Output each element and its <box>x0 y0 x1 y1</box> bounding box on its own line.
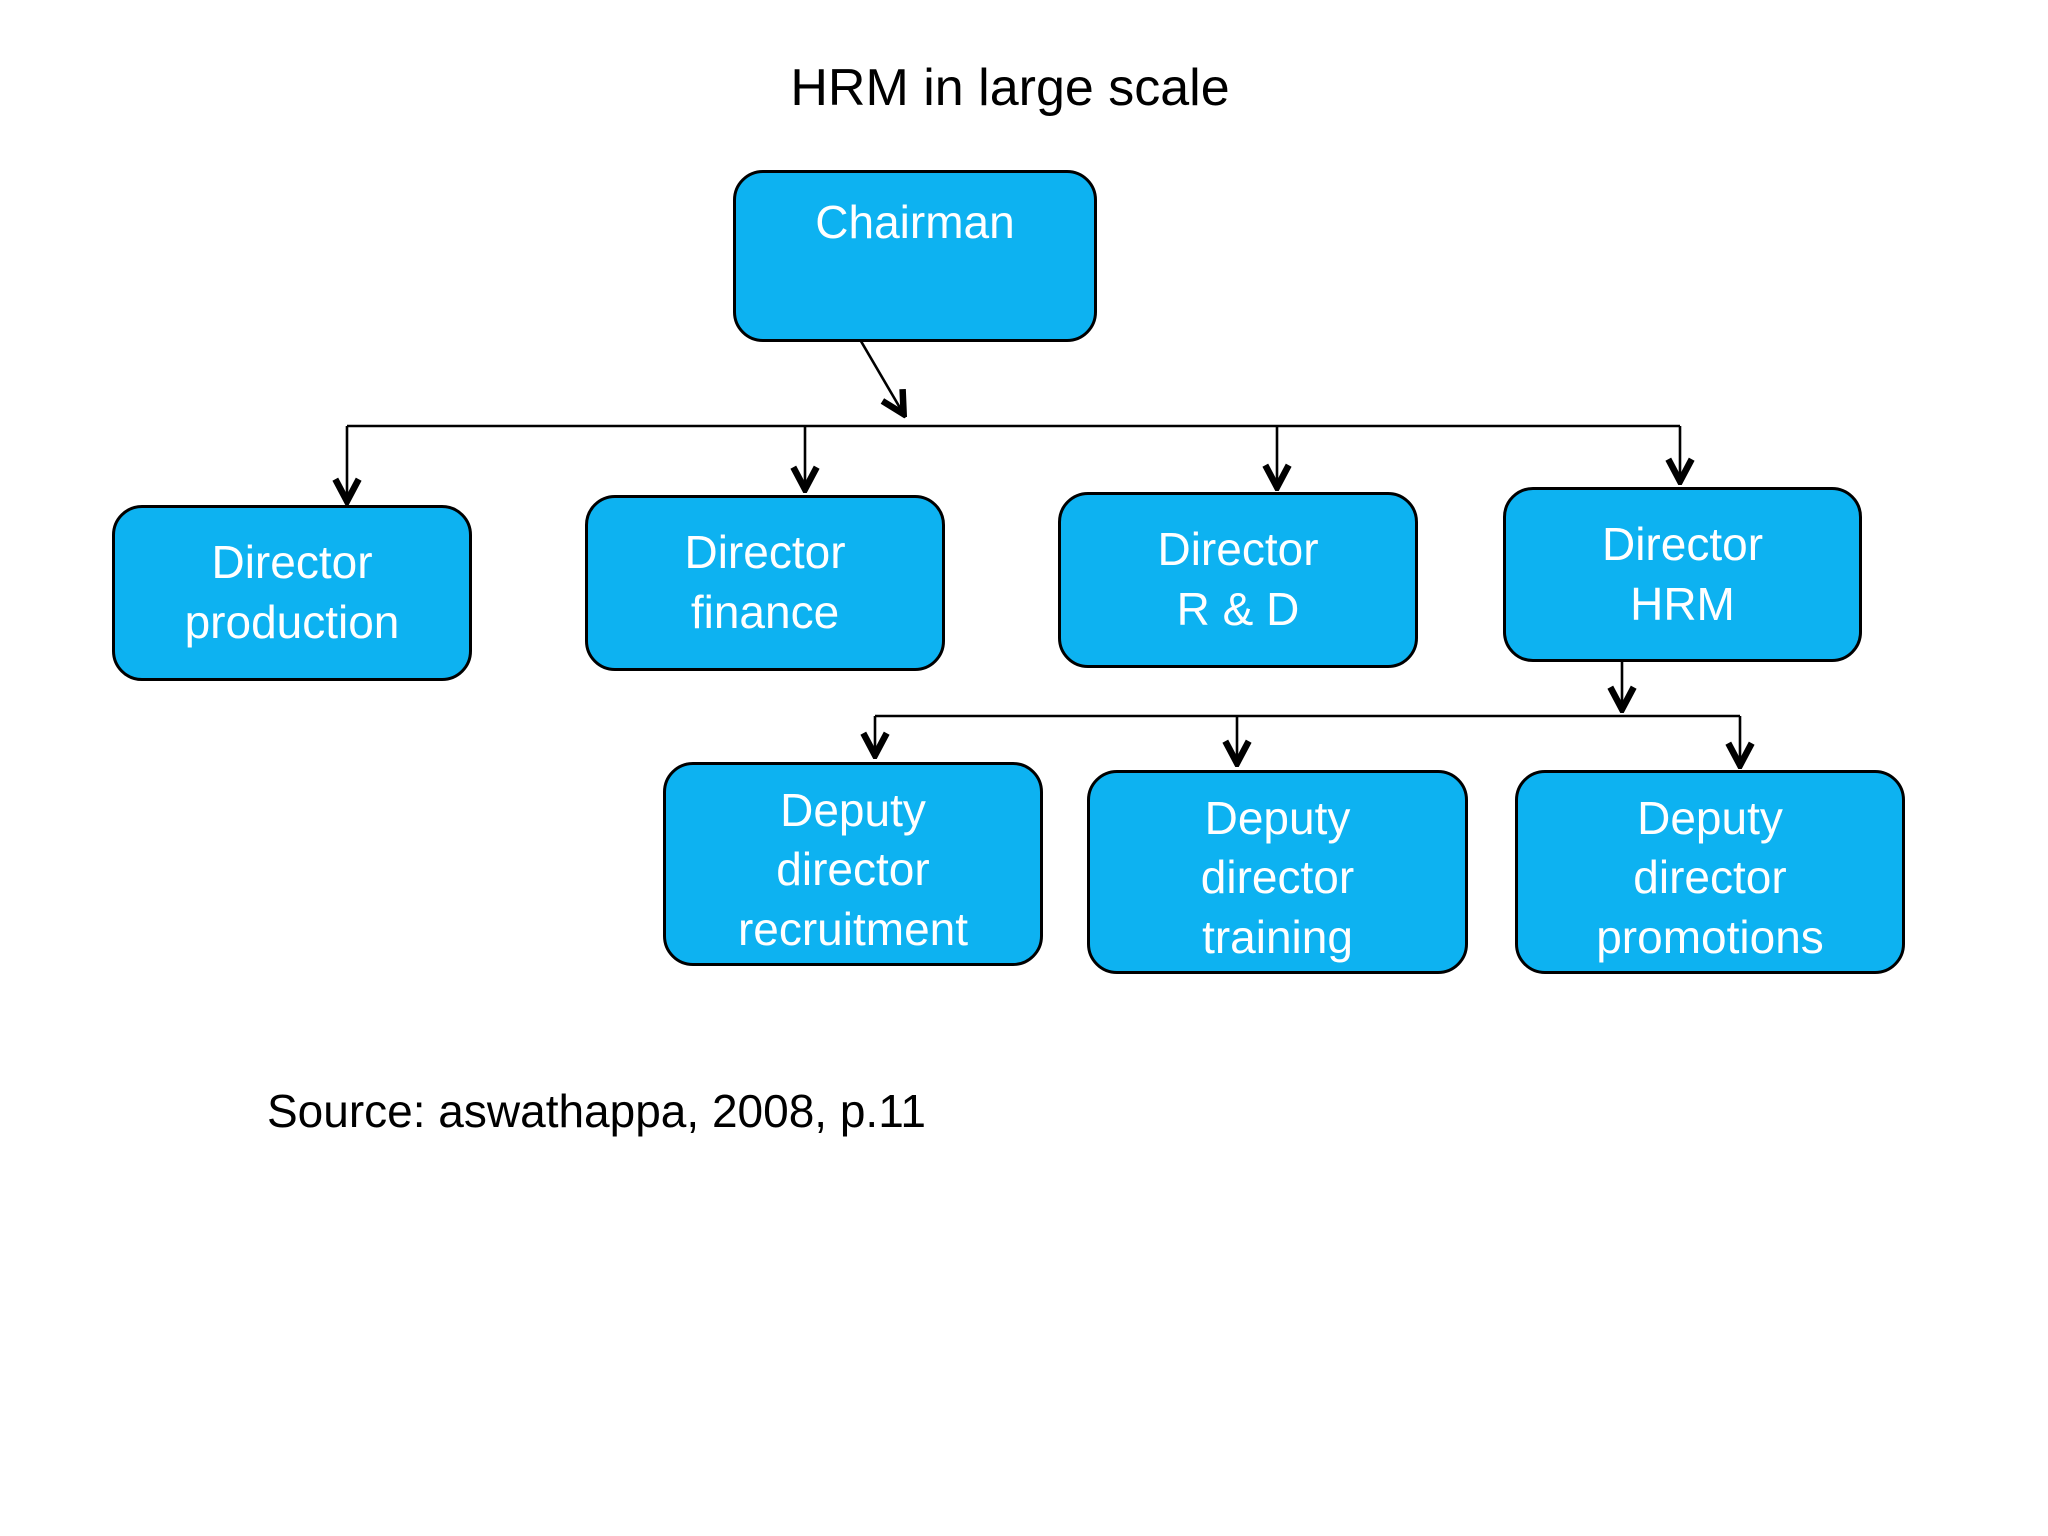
node-deputy-recruitment: Deputy director recruitment <box>663 762 1043 966</box>
node-label-line: director <box>1633 851 1787 904</box>
node-label-line: Deputy <box>1204 791 1351 844</box>
node-label-line: HRM <box>1630 577 1735 630</box>
node-label-line: training <box>1202 911 1353 964</box>
node-director-hrm: Director HRM <box>1503 487 1862 662</box>
node-label-line: Deputy <box>1637 791 1783 844</box>
node-label-line: promotions <box>1596 911 1824 964</box>
page-title: HRM in large scale <box>790 59 1230 117</box>
node-label-line: Director <box>684 526 846 579</box>
node-label-line: director <box>1200 851 1355 904</box>
node-label-line: Deputy <box>780 783 926 836</box>
node-label-line: director <box>776 843 930 896</box>
node-label-line: Chairman <box>815 196 1015 248</box>
node-label-line: Director <box>1601 517 1764 570</box>
node-label-line: production <box>184 596 400 648</box>
node-label-line: finance <box>690 586 840 638</box>
source-caption: Source: aswathappa, 2008, p.11 <box>267 1085 926 1137</box>
node-deputy-training: Deputy director training <box>1087 770 1468 974</box>
node-label-line: Director <box>211 536 373 589</box>
node-deputy-promotions: Deputy director promotions <box>1515 770 1905 974</box>
node-label-line: Director <box>1157 523 1319 576</box>
node-label-line: recruitment <box>737 903 969 956</box>
node-director-finance: Director finance <box>585 495 945 671</box>
node-director-rd: Director R & D <box>1058 492 1418 668</box>
node-label-line: R & D <box>1176 583 1300 635</box>
node-director-production: Director production <box>112 505 472 681</box>
node-chairman: Chairman <box>733 170 1097 342</box>
